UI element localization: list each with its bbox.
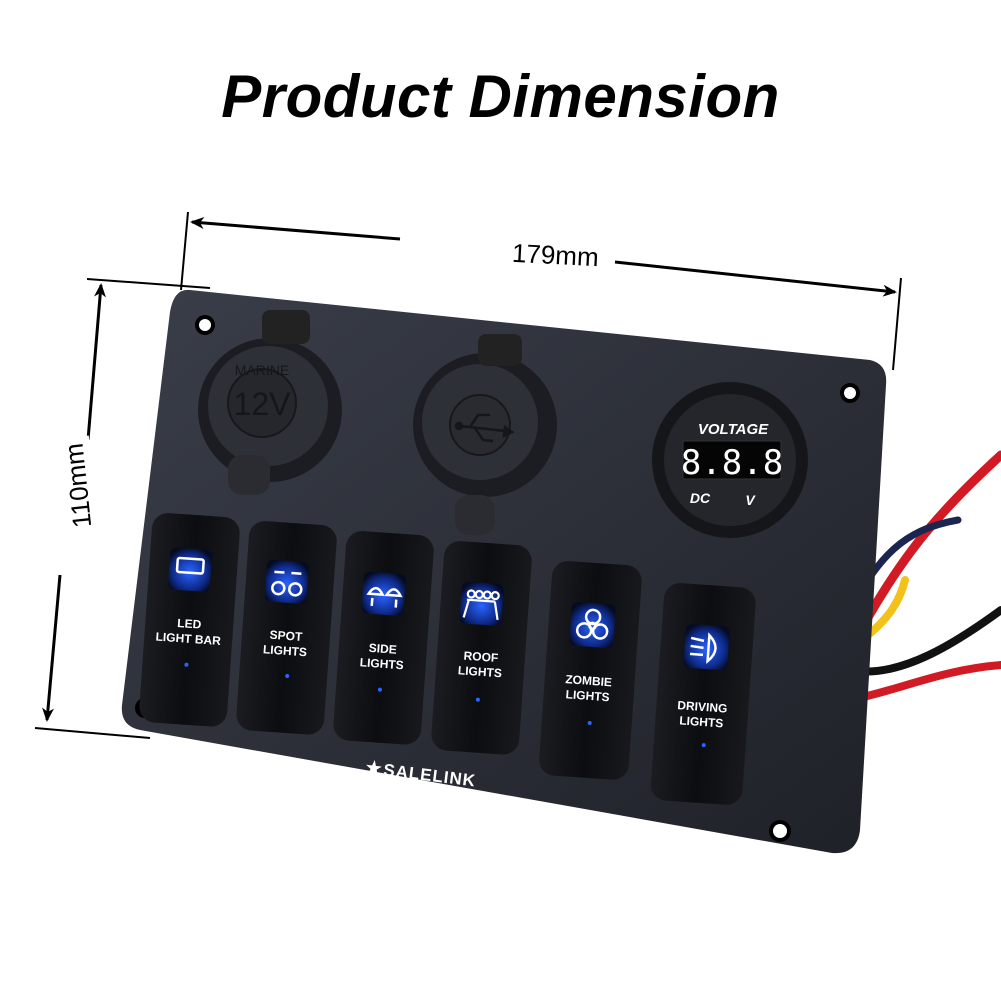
page-title: Product Dimension — [221, 63, 780, 130]
switch-roof-lights[interactable]: ROOF LIGHTS — [430, 540, 532, 756]
switch-led-light-bar[interactable]: LED LIGHT BAR — [138, 512, 240, 728]
svg-text:DRIVING: DRIVING — [677, 698, 728, 715]
rocker-switches: LED LIGHT BAR SPOT LIGHTS SIDE LIG — [138, 512, 757, 806]
svg-text:LIGHTS: LIGHTS — [679, 713, 724, 730]
svg-text:LIGHT BAR: LIGHT BAR — [155, 630, 221, 649]
svg-text:VOLTAGE: VOLTAGE — [698, 421, 769, 438]
svg-text:LIGHTS: LIGHTS — [359, 655, 404, 672]
side-lights-icon — [366, 586, 403, 608]
width-label: 179mm — [505, 237, 606, 274]
width-dimension — [180, 211, 902, 371]
switch-side-lights[interactable]: SIDE LIGHTS — [332, 530, 434, 746]
usb-socket[interactable] — [413, 334, 557, 535]
switch-zombie-lights[interactable]: ZOMBIE LIGHTS — [538, 560, 643, 781]
star-icon: ★ — [365, 757, 384, 779]
svg-text:V: V — [745, 492, 756, 508]
cigarette-socket-12v[interactable]: MARINE 12V — [198, 310, 342, 495]
biohazard-icon — [575, 608, 609, 640]
usb-icon — [454, 413, 515, 443]
svg-text:ROOF: ROOF — [463, 649, 499, 665]
height-dimension — [34, 278, 211, 739]
switch-spot-lights[interactable]: SPOT LIGHTS — [235, 520, 337, 736]
headlight-icon — [689, 632, 717, 664]
svg-text:12V: 12V — [234, 386, 292, 422]
roof-lights-icon — [462, 589, 500, 621]
light-bar-icon — [175, 556, 205, 575]
svg-text:LIGHTS: LIGHTS — [457, 663, 502, 680]
svg-text:SIDE: SIDE — [368, 641, 397, 657]
switch-driving-lights[interactable]: DRIVING LIGHTS — [650, 582, 757, 806]
voltmeter: VOLTAGE 8.8.8 DC V — [652, 382, 808, 538]
svg-text:MARINE: MARINE — [235, 362, 289, 378]
svg-text:LED: LED — [177, 616, 202, 632]
svg-text:DC: DC — [690, 490, 711, 506]
svg-text:8.8.8: 8.8.8 — [681, 443, 783, 483]
svg-text:LIGHTS: LIGHTS — [565, 687, 610, 704]
svg-text:SPOT: SPOT — [269, 628, 303, 644]
spot-lights-icon — [271, 570, 303, 597]
svg-text:ZOMBIE: ZOMBIE — [565, 672, 613, 689]
svg-text:LIGHTS: LIGHTS — [263, 642, 308, 659]
